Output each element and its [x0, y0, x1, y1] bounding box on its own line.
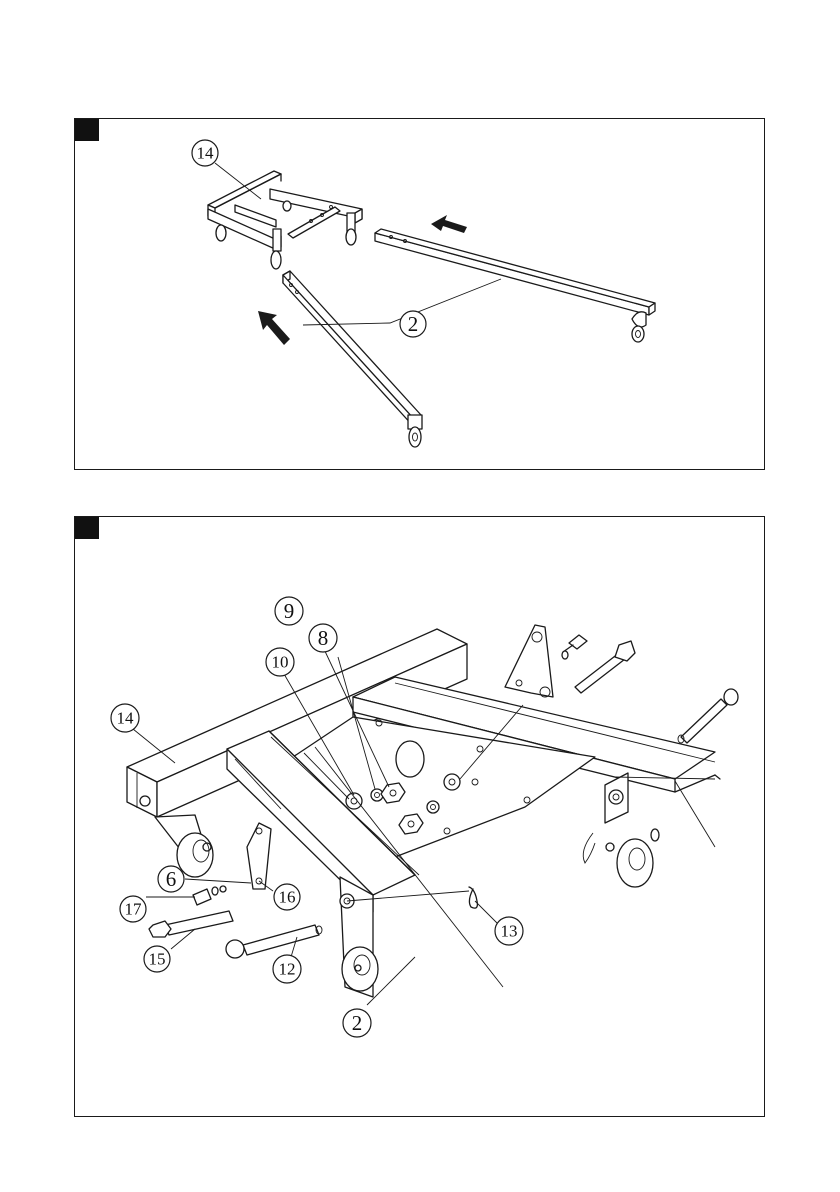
callout-14: 14: [111, 704, 139, 732]
callout-8: 8: [309, 624, 337, 652]
callout-15-label: 15: [149, 950, 166, 969]
step-2-panel: 9 8 10 14 6 17 16 15: [74, 516, 765, 1117]
callout-14-label: 14: [117, 709, 135, 728]
callout-15: 15: [144, 946, 170, 972]
step-2-diagram: 9 8 10 14 6 17 16 15: [75, 517, 766, 1118]
callout-14-label: 14: [197, 144, 215, 163]
callout-12: 12: [273, 955, 301, 983]
callout-9: 9: [275, 597, 303, 625]
push-arrow-right: [431, 215, 467, 233]
callout-17-label: 17: [125, 900, 143, 919]
callout-8-label: 8: [318, 626, 329, 650]
callout-2: 2: [400, 311, 426, 337]
callout-13: 13: [495, 917, 523, 945]
leg-left-part-2: [283, 271, 422, 447]
base-frame-part-14: [208, 171, 362, 269]
callout-2: 2: [343, 1009, 371, 1037]
callout-10-label: 10: [272, 653, 289, 672]
step-1-diagram: 14 2: [75, 119, 766, 471]
callout-10: 10: [266, 648, 294, 676]
callout-2-label: 2: [408, 312, 419, 336]
callout-14: 14: [192, 140, 218, 166]
leader-6: [185, 879, 251, 883]
callout-9-label: 9: [284, 599, 295, 623]
callout-16: 16: [274, 884, 300, 910]
callout-6-label: 6: [166, 867, 177, 891]
push-arrow-left: [258, 311, 290, 345]
right-bracket: [583, 773, 659, 887]
callout-6: 6: [158, 866, 184, 892]
callout-2-label: 2: [352, 1011, 363, 1035]
callout-16-label: 16: [279, 888, 296, 907]
callout-12-label: 12: [279, 960, 296, 979]
step-1-panel: 14 2: [74, 118, 765, 470]
callout-17: 17: [120, 896, 146, 922]
guide-line-4: [675, 781, 715, 847]
callout-13-label: 13: [501, 922, 518, 941]
